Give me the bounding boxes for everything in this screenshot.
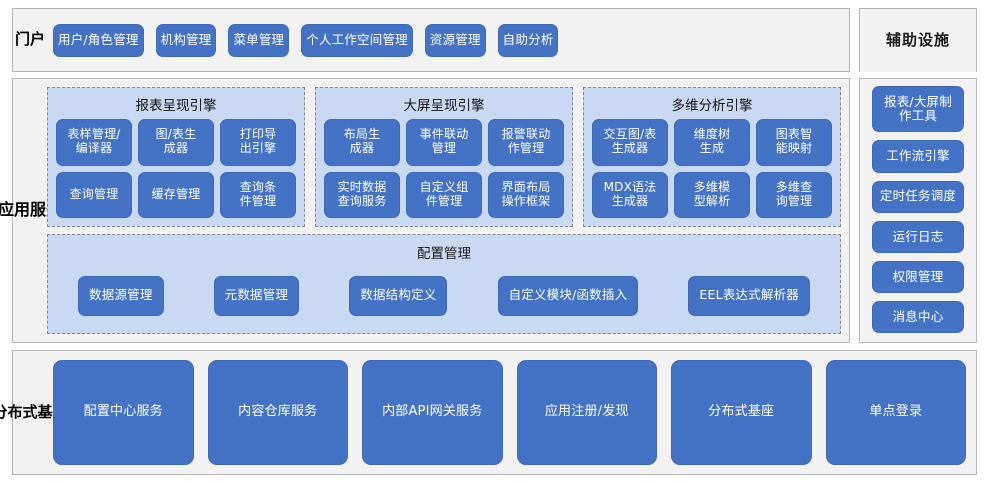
config-button-EEL表达式解析器[interactable]: EEL表达式解析器 — [688, 275, 810, 316]
engine-button-维度树-生成[interactable]: 维度树 生成 — [674, 119, 750, 166]
aux-button-运行日志[interactable]: 运行日志 — [872, 220, 964, 253]
engine-button-MDX语法-生成器[interactable]: MDX语法 生成器 — [592, 171, 668, 218]
engine-button-grid: 表样管理/ 编译器图/表生 成器打印导 出引擎查询管理缓存管理查询条 件管理 — [56, 119, 296, 218]
portal-button-用户-角色管理[interactable]: 用户/角色管理 — [53, 23, 144, 57]
base-button-配置中心服务[interactable]: 配置中心服务 — [53, 360, 194, 465]
base-button-应用注册-发现[interactable]: 应用注册/发现 — [516, 360, 657, 465]
config-button-元数据管理[interactable]: 元数据管理 — [213, 275, 300, 316]
portal-panel: 门户 用户/角色管理机构管理菜单管理个人工作空间管理资源管理自助分析 — [12, 8, 850, 72]
engine-button-事件联动-管理[interactable]: 事件联动 管理 — [406, 119, 482, 166]
engine-button-多维查-询管理[interactable]: 多维查 询管理 — [756, 171, 832, 218]
engine-button-自定义组-件管理[interactable]: 自定义组 件管理 — [406, 171, 482, 218]
base-button-内部API网关服务[interactable]: 内部API网关服务 — [362, 360, 503, 465]
engine-title: 大屏呈现引擎 — [403, 98, 485, 114]
base-button-分布式基座[interactable]: 分布式基座 — [671, 360, 812, 465]
portal-button-机构管理[interactable]: 机构管理 — [155, 23, 217, 57]
aux-button-消息中心[interactable]: 消息中心 — [872, 300, 964, 334]
portal-button-菜单管理[interactable]: 菜单管理 — [228, 23, 290, 57]
engines-row: 报表呈现引擎表样管理/ 编译器图/表生 成器打印导 出引擎查询管理缓存管理查询条… — [47, 87, 841, 227]
aux-button-报表-大屏制-作工具[interactable]: 报表/大屏制 作工具 — [872, 86, 964, 133]
aux-button-工作流引擎[interactable]: 工作流引擎 — [872, 140, 964, 173]
distributed-base-label: 分布式基础 — [0, 402, 68, 421]
engine-button-表样管理--编译器[interactable]: 表样管理/ 编译器 — [56, 119, 132, 166]
portal-button-list: 用户/角色管理机构管理菜单管理个人工作空间管理资源管理自助分析 — [47, 23, 843, 57]
config-management-title: 配置管理 — [417, 246, 471, 262]
auxiliary-facilities-list: 报表/大屏制 作工具工作流引擎定时任务调度运行日志权限管理消息中心 — [860, 86, 976, 334]
aux-button-权限管理[interactable]: 权限管理 — [872, 260, 964, 293]
engine-button-图表智-能映射[interactable]: 图表智 能映射 — [756, 119, 832, 166]
engine-button-grid: 交互图/表 生成器维度树 生成图表智 能映射 MDX语法 生成器多维模 型解析多维… — [592, 119, 832, 218]
config-button-数据源管理[interactable]: 数据源管理 — [78, 275, 164, 316]
engine-button-图-表生-成器[interactable]: 图/表生 成器 — [138, 119, 214, 166]
engine-button-交互图-表-生成器[interactable]: 交互图/表 生成器 — [592, 119, 668, 166]
aux-panel-title: 辅助设施 — [885, 31, 950, 49]
portal-button-资源管理[interactable]: 资源管理 — [424, 23, 486, 57]
base-button-内容仓库服务[interactable]: 内容仓库服务 — [207, 360, 348, 465]
engine-button-grid: 布局生 成器事件联动 管理报警联动 作管理实时数据 查询服务自定义组 件管理界面… — [324, 119, 564, 218]
config-button-自定义模块-函数插入[interactable]: 自定义模块/函数插入 — [497, 275, 639, 316]
portal-button-个人工作空间管理[interactable]: 个人工作空间管理 — [301, 23, 413, 57]
engine-button-缓存管理[interactable]: 缓存管理 — [138, 171, 214, 218]
engine-button-报警联动-作管理[interactable]: 报警联动 作管理 — [488, 119, 564, 166]
application-services-body: 报表呈现引擎表样管理/ 编译器图/表生 成器打印导 出引擎查询管理缓存管理查询条… — [47, 87, 841, 334]
engine-button-查询管理[interactable]: 查询管理 — [56, 171, 132, 218]
engine-group-多维分析引擎: 多维分析引擎交互图/表 生成器维度树 生成图表智 能映射 MDX语法 生成器多维模… — [583, 87, 841, 227]
base-button-单点登录[interactable]: 单点登录 — [825, 360, 966, 465]
engine-button-界面布局-操作框架[interactable]: 界面布局 操作框架 — [488, 171, 564, 218]
portal-button-自助分析[interactable]: 自助分析 — [497, 23, 559, 57]
auxiliary-facilities-panel: 报表/大屏制 作工具工作流引擎定时任务调度运行日志权限管理消息中心 — [859, 78, 977, 343]
config-management-button-list: 数据源管理 元数据管理 数据结构定义 自定义模块/函数插入 EEL表达式解析器 — [58, 268, 830, 323]
aux-panel-top-spacer: 辅助设施 — [859, 8, 977, 72]
engine-title: 报表呈现引擎 — [135, 98, 217, 114]
engine-group-报表呈现引擎: 报表呈现引擎表样管理/ 编译器图/表生 成器打印导 出引擎查询管理缓存管理查询条… — [47, 87, 305, 227]
engine-button-多维模-型解析[interactable]: 多维模 型解析 — [674, 171, 750, 218]
portal-label: 门户 — [14, 30, 46, 49]
config-management-group: 配置管理 数据源管理 元数据管理 数据结构定义 自定义模块/函数插入 EEL表达式解析器 — [47, 234, 841, 334]
distributed-base-button-list: 配置中心服务内容仓库服务内部API网关服务应用注册/发现分布式基座单点登录 — [47, 360, 966, 465]
top-area: 门户 用户/角色管理机构管理菜单管理个人工作空间管理资源管理自助分析 辅助设施 — [12, 8, 977, 72]
application-services-label: 应用服务 — [0, 200, 62, 220]
engine-button-布局生-成器[interactable]: 布局生 成器 — [324, 119, 400, 166]
engine-button-打印导-出引擎[interactable]: 打印导 出引擎 — [220, 119, 296, 166]
engine-button-实时数据-查询服务[interactable]: 实时数据 查询服务 — [324, 171, 400, 218]
config-button-数据结构定义[interactable]: 数据结构定义 — [349, 275, 448, 316]
engine-group-大屏呈现引擎: 大屏呈现引擎布局生 成器事件联动 管理报警联动 作管理实时数据 查询服务自定义组… — [315, 87, 573, 227]
engine-title: 多维分析引擎 — [671, 98, 753, 114]
engine-button-查询条-件管理[interactable]: 查询条 件管理 — [220, 171, 296, 218]
aux-button-定时任务调度[interactable]: 定时任务调度 — [872, 180, 964, 213]
distributed-base-panel: 分布式基础 配置中心服务内容仓库服务内部API网关服务应用注册/发现分布式基座单… — [0, 350, 977, 475]
